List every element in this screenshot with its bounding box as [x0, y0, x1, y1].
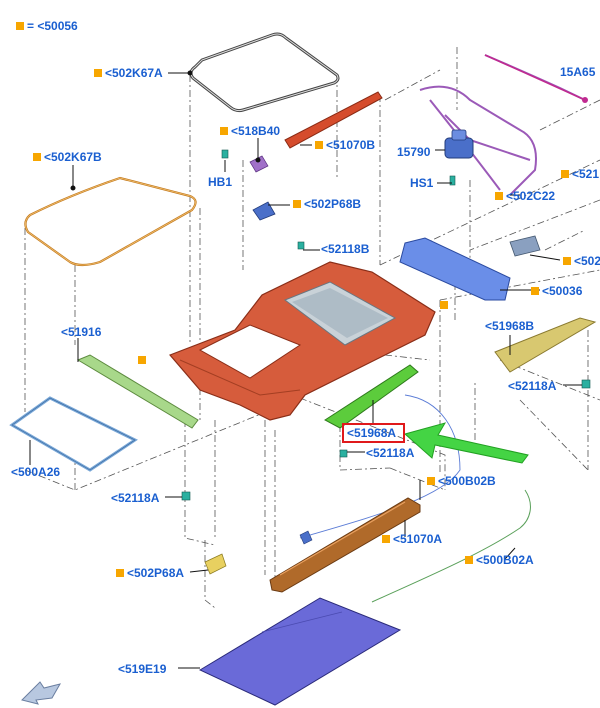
callout-500b02a[interactable]: <500B02A [465, 553, 534, 567]
callout-hb1[interactable]: HB1 [208, 175, 233, 189]
rear-rail [269, 497, 421, 593]
callout-502[interactable]: <502 [563, 254, 600, 268]
marker-square[interactable] [138, 356, 146, 364]
motor [444, 129, 474, 159]
callout-502k67a[interactable]: <502K67A [94, 66, 163, 80]
callout-52118a-right[interactable]: <52118A [508, 379, 557, 393]
left-strip [76, 354, 199, 429]
front-bracket [284, 91, 383, 149]
callout-500b02b[interactable]: <500B02B [427, 474, 496, 488]
clips [181, 149, 591, 575]
callout-51968a[interactable]: <51968A [347, 426, 397, 440]
marker-square[interactable] [440, 301, 448, 309]
callout-hs1[interactable]: HS1 [410, 176, 434, 190]
sunroof-seal [189, 32, 340, 113]
callout-51070b[interactable]: <51070B [315, 138, 375, 152]
cables [299, 394, 531, 603]
callout-52118b[interactable]: <52118B [321, 242, 370, 256]
callout-52118a-left[interactable]: <52118A [111, 491, 160, 505]
callout-51916[interactable]: <51916 [61, 325, 102, 339]
callout-52118a-center[interactable]: <52118A [366, 446, 415, 460]
callout-51968b[interactable]: <51968B [485, 319, 535, 333]
glass-panel [198, 597, 402, 706]
roof-frame [168, 261, 436, 421]
callout-519e19[interactable]: <519E19 [118, 662, 167, 676]
callout-502c22[interactable]: <502C22 [495, 189, 555, 203]
guide-lines [24, 47, 600, 640]
callout-50036[interactable]: <50036 [531, 284, 582, 298]
legend-text: = <50056 [27, 19, 78, 33]
direction-arrow-icon [21, 681, 62, 705]
callout-502p68a[interactable]: <502P68A [116, 566, 184, 580]
front-strip [324, 364, 419, 429]
right-strip [494, 317, 597, 373]
callout-15790[interactable]: 15790 [397, 145, 431, 159]
highlight-box [342, 423, 405, 443]
callout-502p68b[interactable]: <502P68B [293, 197, 361, 211]
callout-502k67b[interactable]: <502K67B [33, 150, 102, 164]
callout-521[interactable]: <521 [561, 167, 599, 181]
callout-15a65[interactable]: 15A65 [560, 65, 596, 79]
callout-51070a[interactable]: <51070A [382, 532, 442, 546]
callout-518b40[interactable]: <518B40 [220, 124, 280, 138]
callout-500a26[interactable]: <500A26 [11, 465, 61, 479]
wind-deflector [399, 237, 511, 301]
pointer-arrow-icon [403, 422, 529, 464]
marker-square [16, 22, 24, 30]
legend: = <50056 [16, 19, 78, 33]
